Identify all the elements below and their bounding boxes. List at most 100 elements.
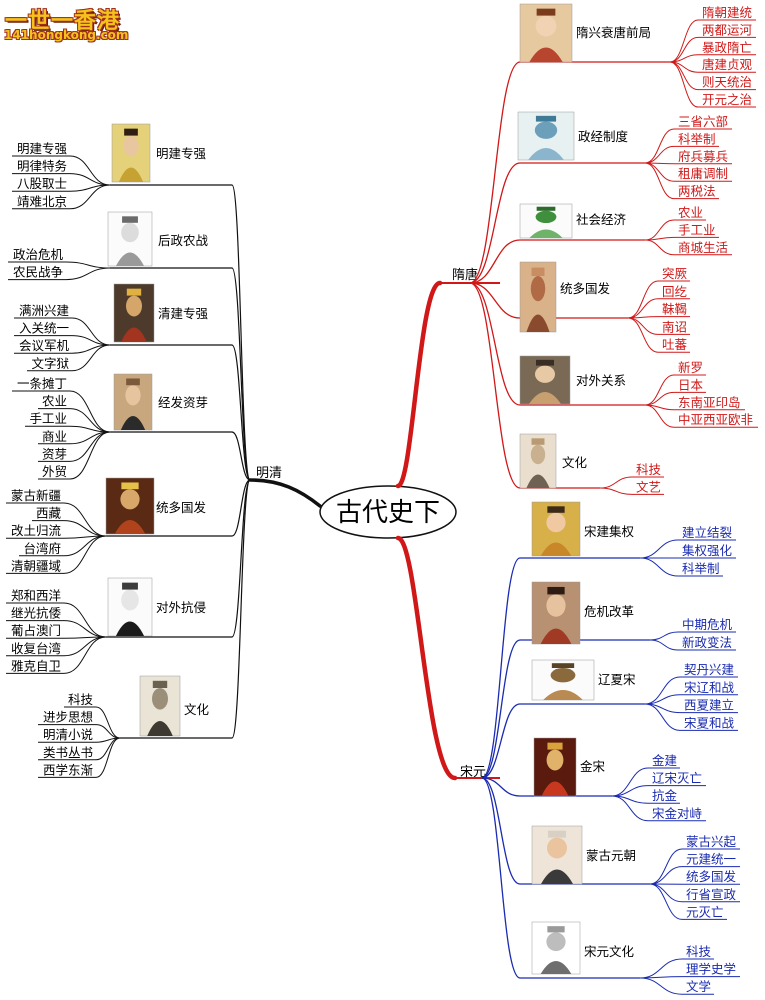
suitang-item-label: 两税法 — [678, 184, 716, 199]
mingqing-item-label: 继光抗倭 — [11, 606, 62, 621]
mingqing-item-label: 满洲兴建 — [19, 303, 70, 318]
mingqing-topic-label: 经发资芽 — [158, 395, 208, 410]
songyuan-item-connector — [639, 958, 683, 979]
mingqing-item-connector — [63, 502, 107, 537]
suitang-item-connector — [669, 19, 699, 63]
official-portrait-icon — [113, 373, 153, 431]
songyuan-topic-connector — [481, 777, 521, 885]
mingqing-topic-label: 明建专强 — [156, 146, 207, 161]
songyuan-item-connector — [649, 631, 679, 641]
songyuan-topic-label: 蒙古元朝 — [586, 848, 636, 863]
songyuan-item-connector — [639, 539, 679, 559]
suitang-item-label: 府兵募兵 — [678, 149, 728, 164]
suitang-topic-connector — [469, 162, 521, 284]
songyuan-item-label: 抗金 — [652, 788, 678, 803]
suitang-topic-connector — [469, 239, 521, 284]
suitang-item-connector — [644, 162, 675, 182]
songyuan-topic-connector — [481, 777, 521, 797]
mingqing-item-label: 科技 — [68, 692, 94, 707]
khan-portrait-icon — [531, 825, 583, 885]
suitang-item-label: 手工业 — [678, 222, 716, 237]
songyuan-item-connector — [644, 703, 681, 731]
mingqing-topic-connector — [231, 344, 251, 481]
mingqing-item-label: 台湾府 — [23, 541, 61, 556]
suitang-item-connector — [644, 236, 675, 241]
branch-label-songyuan: 宋元 — [460, 765, 486, 780]
mingqing-item-label: 农业 — [42, 394, 67, 409]
songyuan-item-label: 文学 — [686, 979, 711, 994]
songyuan-item-label: 契丹兴建 — [684, 662, 735, 677]
songyuan-item-connector — [639, 557, 679, 577]
songyuan-item-label: 辽宋灭亡 — [652, 771, 702, 786]
songyuan-topic-label: 宋元文化 — [584, 944, 635, 959]
songyuan-item-connector — [611, 767, 649, 797]
mingqing-item-connector — [95, 724, 121, 739]
mingqing-item-label: 西藏 — [36, 506, 62, 521]
mural-figures-icon — [519, 261, 557, 333]
songyuan-item-label: 建立结裂 — [682, 525, 732, 540]
mingqing-item-connector — [69, 155, 111, 186]
mingqing-item-label: 一条摊丁 — [17, 376, 67, 391]
mingqing-item-connector — [63, 520, 107, 537]
suitang-item-connector — [644, 128, 675, 164]
suitang-item-label: 开元之治 — [702, 92, 752, 107]
suitang-item-connector — [627, 317, 659, 353]
suitang-item-label: 两都运河 — [702, 22, 753, 37]
branch-suitang-line — [395, 280, 443, 489]
suitang-item-label: 突厥 — [662, 266, 687, 281]
mingqing-item-label: 收复台湾 — [11, 641, 61, 656]
suitang-item-label: 商城生活 — [678, 240, 728, 255]
songyuan-item-connector — [644, 676, 681, 705]
center-title: 古代史下 — [336, 498, 440, 528]
suitang-item-label: 回纥 — [662, 284, 687, 299]
mingqing-item-label: 外贸 — [42, 464, 67, 479]
songyuan-item-connector — [649, 883, 683, 903]
suitang-item-label: 三省六部 — [678, 114, 728, 129]
songyuan-item-connector — [639, 977, 683, 995]
songyuan-item-label: 集权强化 — [682, 543, 733, 558]
mingqing-topic-label: 对外抗侵 — [156, 600, 206, 615]
mingqing-item-label: 明建专强 — [17, 141, 68, 156]
suitang-topic-connector — [469, 282, 521, 489]
suitang-item-connector — [627, 298, 659, 319]
mingqing-item-label: 郑和西洋 — [11, 588, 61, 603]
songyuan-item-connector — [649, 866, 683, 885]
mingqing-topic-connector — [231, 184, 251, 481]
mingqing-item-connector — [63, 636, 107, 657]
mingqing-item-label: 进步思想 — [43, 710, 93, 725]
suitang-item-connector — [599, 487, 633, 495]
mingqing-topic-label: 清建专强 — [158, 306, 209, 321]
film-poster-icon — [105, 477, 155, 535]
branch-songyuan-line — [395, 535, 458, 781]
mingqing-item-label: 明清小说 — [43, 727, 93, 742]
watermark-brand: 一世一香港 — [5, 9, 121, 34]
org-chart-icon — [517, 111, 575, 161]
mingqing-item-label: 西学东渐 — [43, 762, 93, 777]
suitang-topic-connector — [469, 282, 521, 406]
mingqing-item-label: 政治危机 — [13, 247, 64, 262]
mingqing-item-connector — [69, 184, 111, 210]
songyuan-item-label: 金建 — [652, 753, 678, 768]
watermark-site: 141hongkong.com — [4, 28, 129, 42]
mingqing-topic-connector — [231, 479, 251, 537]
suitang-topic-label: 文化 — [562, 455, 588, 470]
songyuan-topic-label: 宋建集权 — [584, 524, 635, 539]
suitang-item-connector — [627, 280, 659, 319]
suitang-item-label: 农业 — [678, 205, 703, 220]
suitang-item-label: 隋朝建统 — [702, 5, 752, 20]
branch-mingqing-line — [248, 478, 322, 508]
suitang-item-connector — [644, 219, 675, 241]
farming-tool-icon — [519, 203, 573, 239]
songyuan-topic-label: 危机改革 — [584, 604, 634, 619]
mingqing-item-connector — [69, 390, 111, 433]
mingqing-topic-connector — [231, 479, 251, 638]
ming-emperor-icon — [111, 123, 151, 183]
mingqing-item-label: 文字狱 — [31, 356, 69, 371]
songyuan-item-connector — [649, 848, 683, 885]
songyuan-topic-connector — [481, 557, 521, 779]
songyuan-item-label: 新政变法 — [682, 635, 732, 650]
jin-ruler-icon — [533, 737, 577, 797]
suitang-topic-connector — [469, 282, 521, 319]
scholars-group-icon — [139, 675, 181, 737]
